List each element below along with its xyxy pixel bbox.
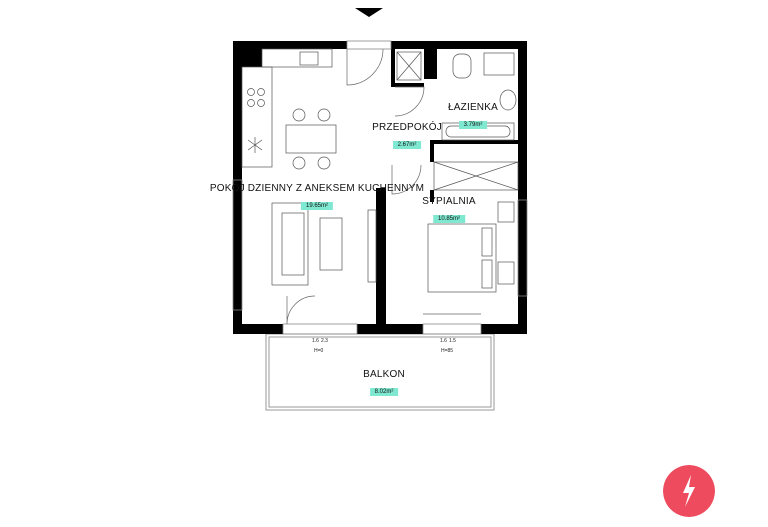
exterior-walls xyxy=(233,41,527,334)
windows xyxy=(232,40,528,335)
interior-walls xyxy=(376,49,518,324)
window-note: 1.5 xyxy=(449,338,456,344)
room-name: POKÓJ DZIENNY Z ANEKSEM KUCHENNYM xyxy=(209,183,425,194)
room-area: 8.02m² xyxy=(369,388,399,396)
room-area: 3.79m² xyxy=(458,121,488,129)
room-area: 19.65m² xyxy=(300,202,334,210)
room-name: SYPIALNIA xyxy=(422,196,476,207)
hall-wardrobe xyxy=(433,161,519,191)
north-arrow-icon xyxy=(355,8,383,17)
room-label-living: POKÓJ DZIENNY Z ANEKSEM KUCHENNYM 19.65m… xyxy=(210,183,424,212)
living-furniture xyxy=(271,202,377,286)
door-swings xyxy=(286,48,481,325)
window-height-note: H=85 xyxy=(441,348,454,354)
kitchen-counter xyxy=(241,48,333,168)
dining-set xyxy=(285,108,337,170)
room-label-bathroom: ŁAZIENKA 3.79m² xyxy=(448,102,498,131)
room-name: PRZEDPOKÓJ xyxy=(372,122,442,133)
room-area: 10.85m² xyxy=(432,215,465,223)
bed xyxy=(427,201,515,293)
brand-logo-icon xyxy=(663,465,715,517)
bathroom-fixtures xyxy=(396,51,517,141)
room-name: BALKON xyxy=(363,369,405,380)
room-label-hallway: PRZEDPOKÓJ 2.67m² xyxy=(372,122,442,151)
room-label-balcony: BALKON 8.02m² xyxy=(363,369,405,398)
room-name: ŁAZIENKA xyxy=(448,102,498,113)
window-height-note: H=0 xyxy=(314,348,324,354)
window-note: 2.3 xyxy=(321,338,328,344)
room-label-bedroom: SYPIALNIA 10.85m² xyxy=(422,196,476,225)
room-area: 2.67m² xyxy=(392,141,422,149)
window-note: 1.6 xyxy=(440,338,447,344)
window-note: 1.6 xyxy=(312,338,319,344)
